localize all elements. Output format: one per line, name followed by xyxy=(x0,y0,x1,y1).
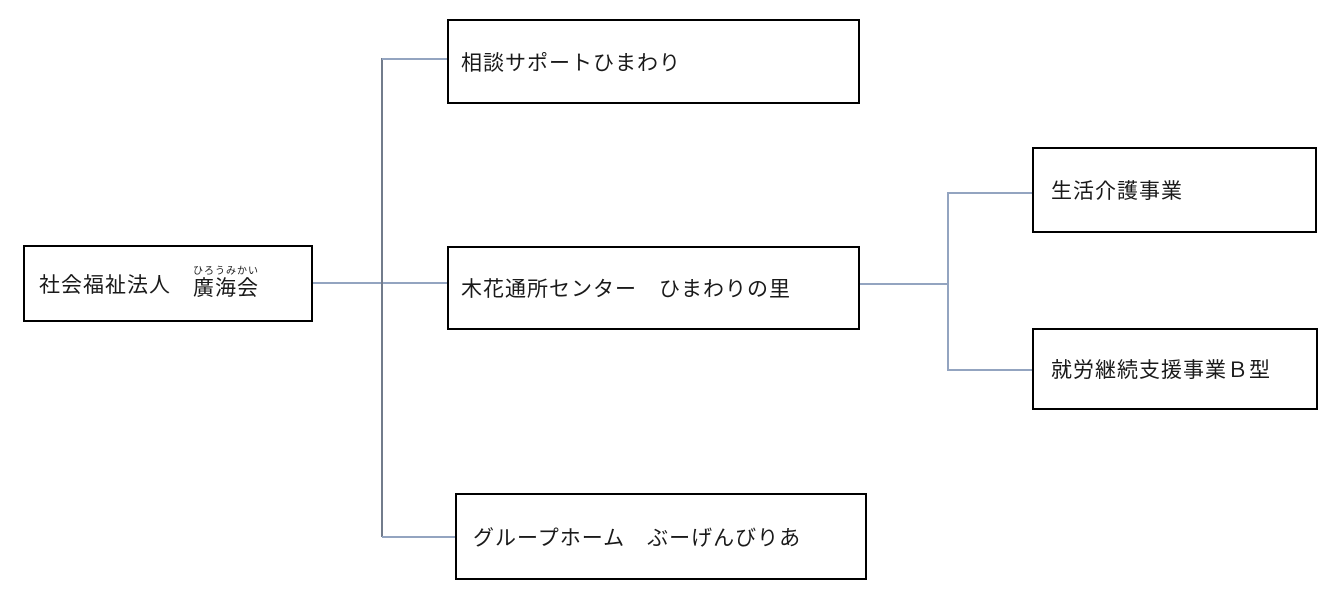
connector-main-trunk xyxy=(381,58,383,537)
corporation-name-label: 廣海会 xyxy=(193,275,259,300)
node-life-care-service: 生活介護事業 xyxy=(1032,147,1317,233)
node-consultation-support: 相談サポートひまわり xyxy=(447,19,860,104)
life-care-service-label: 生活介護事業 xyxy=(1051,179,1183,203)
connector-trunk-to-bottom-branch xyxy=(382,536,455,538)
node-corporation-root: 社会福祉法人 廣海会ひろうみかい xyxy=(23,245,313,322)
connector-center-branch-to-subtrunk xyxy=(860,283,948,285)
group-home-label: グループホーム ぶーげんびりあ xyxy=(473,525,802,550)
day-center-label: 木花通所センター ひまわりの里 xyxy=(461,277,791,301)
node-day-center: 木花通所センター ひまわりの里 xyxy=(447,246,860,330)
node-group-home: グループホーム ぶーげんびりあ xyxy=(455,493,867,580)
corporation-furigana: ひろうみかい xyxy=(193,265,259,277)
consultation-support-label: 相談サポートひまわり xyxy=(461,50,681,75)
employment-support-b-label: 就労継続支援事業Ｂ型 xyxy=(1051,358,1271,382)
corporation-prefix-label: 社会福祉法人 xyxy=(39,272,193,297)
node-employment-support-b: 就労継続支援事業Ｂ型 xyxy=(1032,328,1318,410)
connector-trunk-to-top-branch xyxy=(382,58,447,60)
connector-subtrunk-to-sub1 xyxy=(948,192,1032,194)
connector-subtrunk-to-sub2 xyxy=(948,369,1032,371)
connector-sub-trunk xyxy=(947,192,949,371)
corporation-name-with-furigana: 廣海会ひろうみかい xyxy=(193,266,259,302)
connector-root-to-center-branch xyxy=(313,282,447,284)
